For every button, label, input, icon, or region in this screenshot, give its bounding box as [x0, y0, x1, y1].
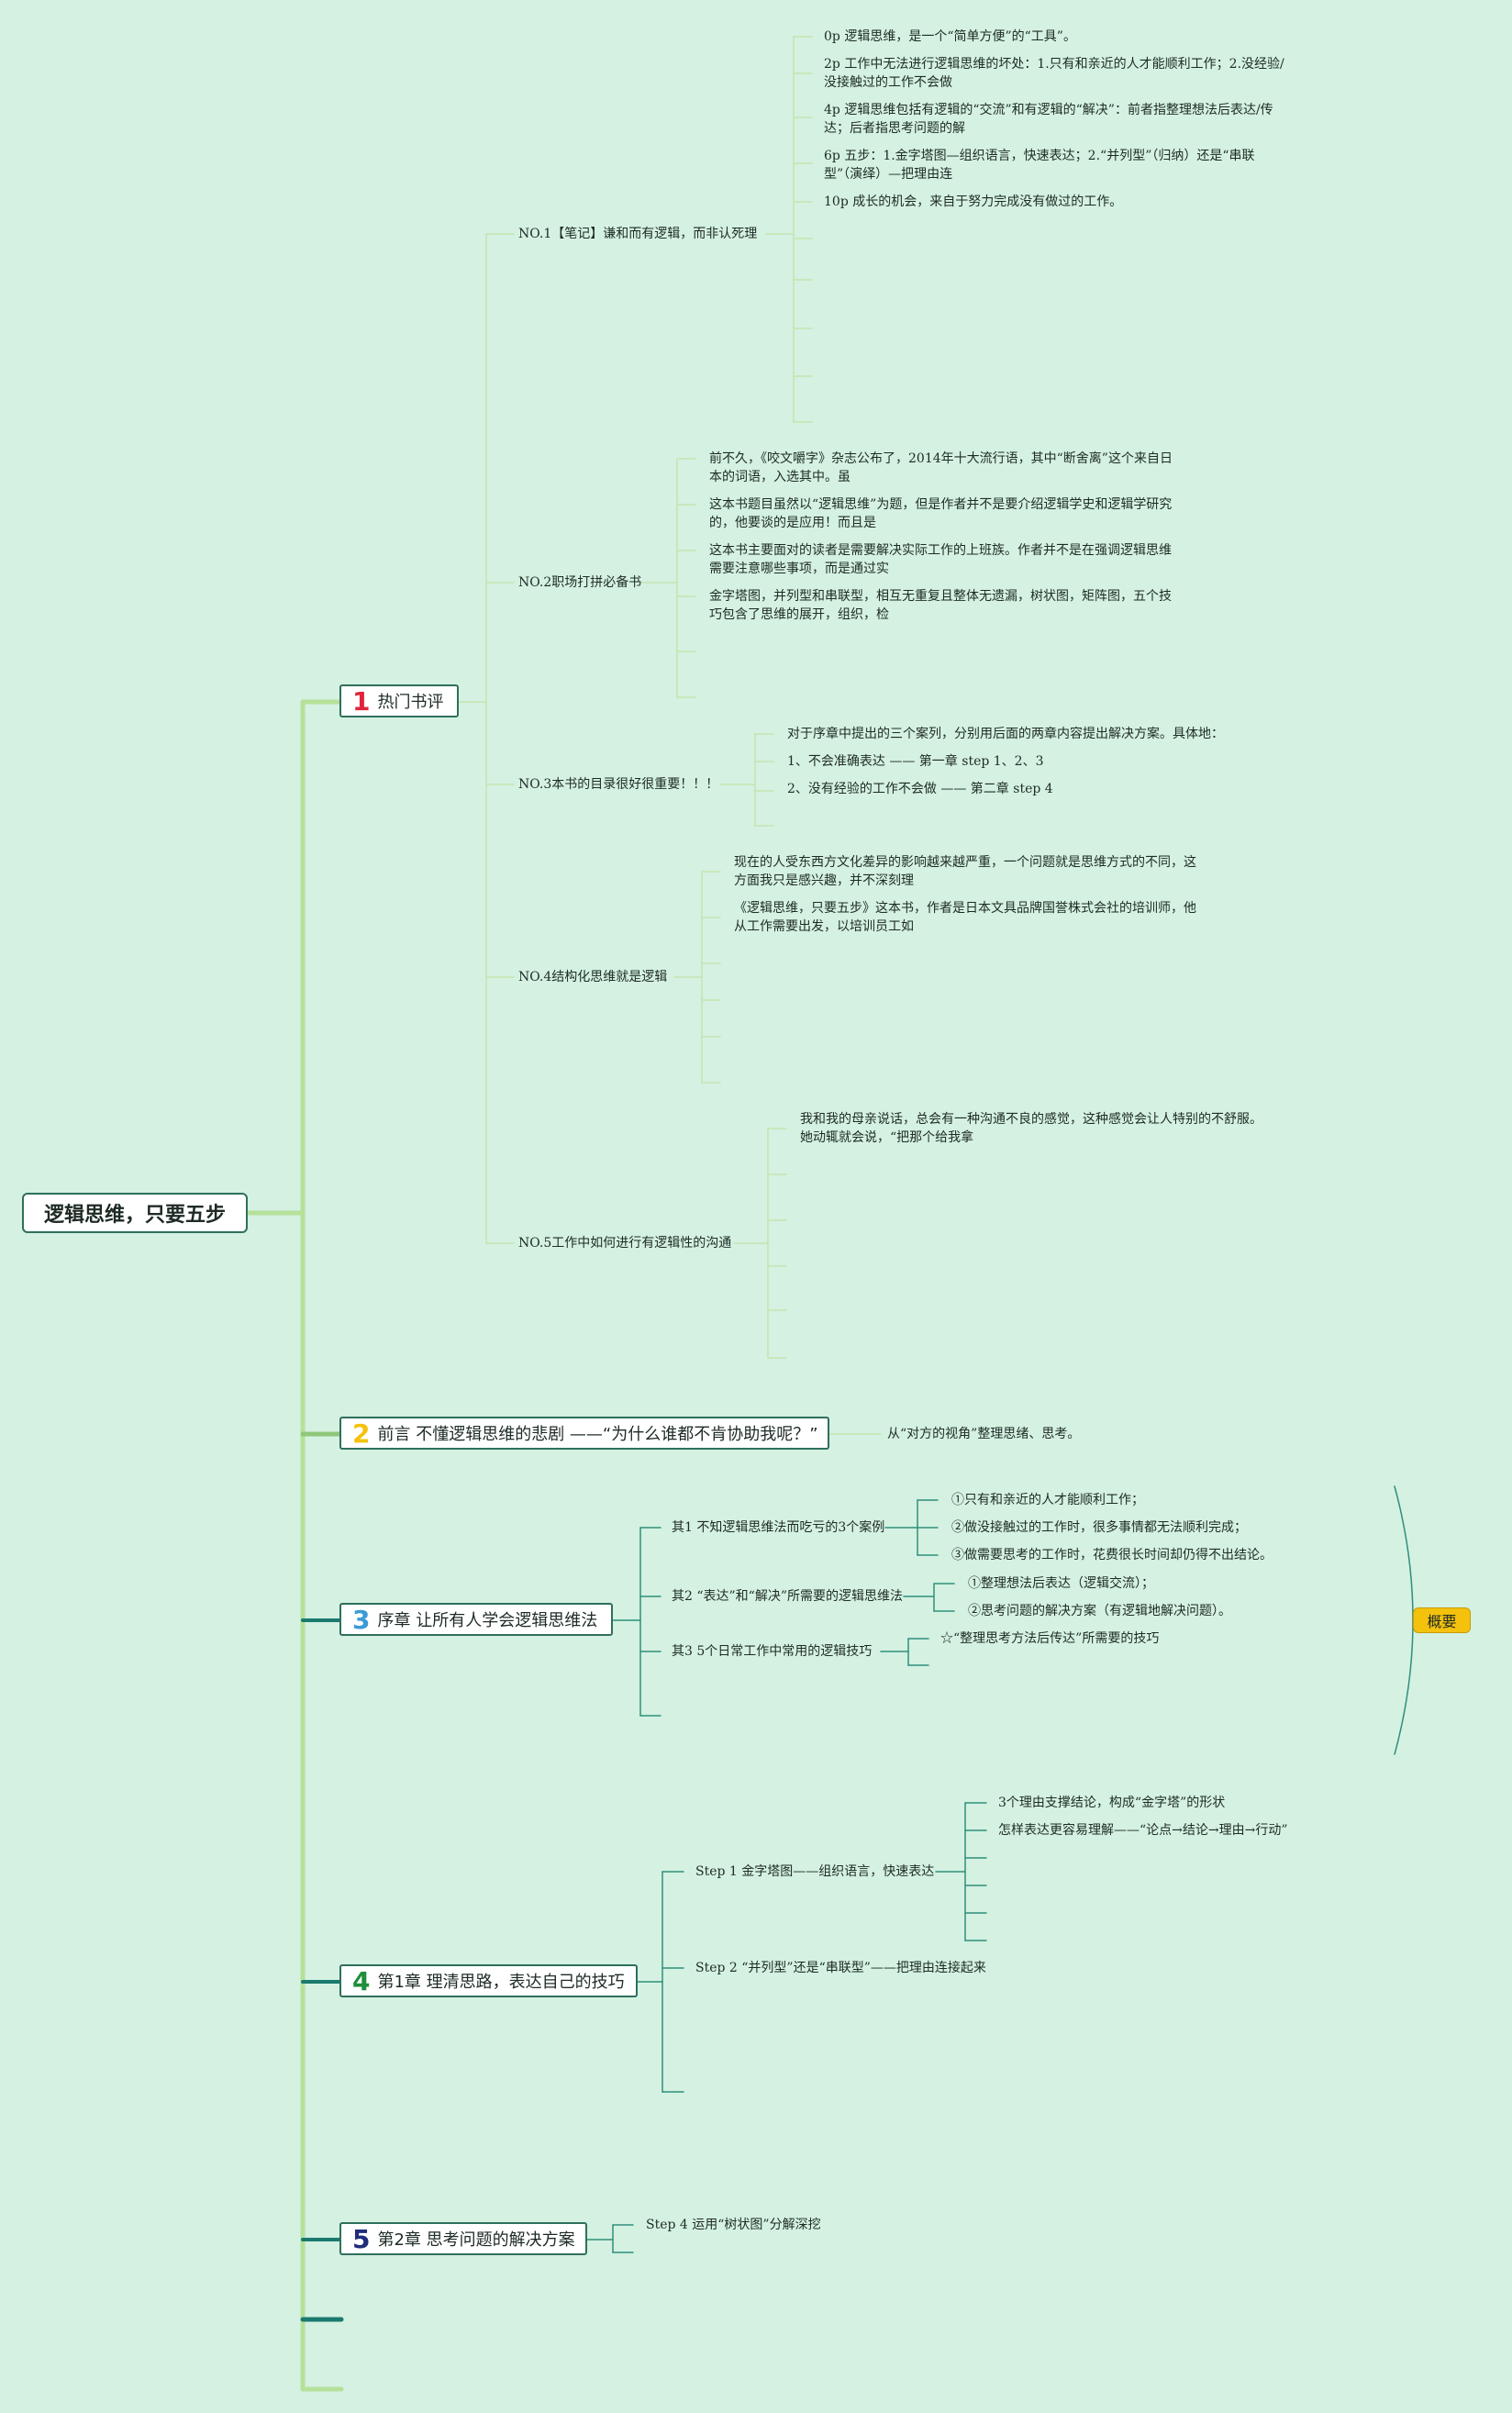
review-no5[interactable]: NO.5工作中如何进行有逻辑性的沟通	[518, 1236, 732, 1251]
case-item[interactable]: ②做没接触过的工作时，很多事情都无法顺利完成；	[951, 1520, 1247, 1535]
branch-number: 2	[352, 1418, 371, 1449]
logic-item[interactable]: ①整理想法后表达（逻辑交流）；	[968, 1576, 1154, 1591]
branch-title: 热门书评	[377, 693, 444, 712]
prologue-part2[interactable]: 其2 “表达”和“解决”所需要的逻辑思维法	[672, 1589, 903, 1604]
note-item[interactable]: 6p 五步：1.金字塔图—组织语言，快速表达；2.“并列型”（归纳）还是“串联型…	[824, 149, 1255, 182]
review-no3[interactable]: NO.3本书的目录很好很重要！！！	[518, 777, 719, 792]
note-item[interactable]: 这本书题目虽然以“逻辑思维”为题，但是作者并不是要介绍逻辑学史和逻辑学研究的，他…	[709, 497, 1173, 530]
summary-bracket	[1394, 1485, 1414, 1755]
note-item[interactable]: 0p 逻辑思维，是一个“简单方便”的“工具”。	[824, 29, 1076, 44]
preface-note[interactable]: 从“对方的视角”整理思绪、思考。	[887, 1427, 1081, 1441]
note-item[interactable]: 对于序章中提出的三个案列，分别用后面的两章内容提出解决方案。具体地：	[787, 727, 1224, 741]
branch-number: 4	[352, 1965, 371, 1996]
note-item[interactable]: 金字塔图，并列型和串联型，相互无重复且整体无遗漏，树状图，矩阵图，五个技巧包含了…	[709, 589, 1172, 622]
branch-title: 序章 让所有人学会逻辑思维法	[377, 1611, 598, 1630]
branch-prologue[interactable]: 3 序章 让所有人学会逻辑思维法	[339, 1603, 613, 1636]
note-item[interactable]: 4p 逻辑思维包括有逻辑的“交流”和有逻辑的“解决”：前者指整理想法后表达/传达…	[824, 103, 1273, 136]
summary-badge[interactable]: 概要	[1413, 1607, 1471, 1633]
branch-number: 3	[352, 1604, 371, 1635]
note-item[interactable]: 现在的人受东西方文化差异的影响越来越严重，一个问题就是思维方式的不同，这方面我只…	[734, 855, 1196, 888]
branch-title: 前言 不懂逻辑思维的悲剧 ——“为什么谁都不肯协助我呢？”	[377, 1425, 818, 1444]
step1-item[interactable]: 3个理由支撑结论，构成“金字塔”的形状	[998, 1796, 1226, 1810]
review-no2[interactable]: NO.2职场打拼必备书	[518, 575, 642, 590]
review-no4[interactable]: NO.4结构化思维就是逻辑	[518, 970, 668, 984]
technique-item[interactable]: ☆“整理思考方法后传达”所需要的技巧	[940, 1631, 1160, 1646]
prologue-part1[interactable]: 其1 不知逻辑思维法而吃亏的3个案例	[672, 1520, 885, 1535]
note-item[interactable]: 1、不会准确表达 —— 第一章 step 1、2、3	[787, 754, 1044, 769]
review-no1[interactable]: NO.1【笔记】谦和而有逻辑，而非认死理	[518, 227, 758, 241]
case-item[interactable]: ③做需要思考的工作时，花费很长时间却仍得不出结论。	[951, 1548, 1273, 1562]
logic-item[interactable]: ②思考问题的解决方案（有逻辑地解决问题）。	[968, 1604, 1231, 1618]
branch-title: 第2章 思考问题的解决方案	[377, 2230, 575, 2250]
step1[interactable]: Step 1 金字塔图——组织语言，快速表达	[695, 1864, 935, 1879]
branch-number: 5	[352, 2223, 371, 2254]
note-item[interactable]: 2p 工作中无法进行逻辑思维的坏处：1.只有和亲近的人才能顺利工作；2.没经验/…	[824, 57, 1284, 90]
note-item[interactable]: 《逻辑思维，只要五步》这本书，作者是日本文具品牌国誉株式会社的培训师，他从工作需…	[734, 901, 1196, 934]
note-item[interactable]: 我和我的母亲说话，总会有一种沟通不良的感觉，这种感觉会让人特别的不舒服。她动辄就…	[800, 1112, 1262, 1145]
step1-item[interactable]: 怎样表达更容易理解——“论点→结论→理由→行动”	[998, 1823, 1288, 1838]
branch-chapter2[interactable]: 5 第2章 思考问题的解决方案	[339, 2222, 587, 2255]
root-topic[interactable]: 逻辑思维，只要五步	[22, 1193, 248, 1233]
note-item[interactable]: 前不久，《咬文嚼字》杂志公布了，2014年十大流行语，其中“断舍离”这个来自日本…	[709, 451, 1173, 484]
note-item[interactable]: 10p 成长的机会，来自于努力完成没有做过的工作。	[824, 195, 1123, 209]
prologue-part3[interactable]: 其3 5个日常工作中常用的逻辑技巧	[672, 1644, 873, 1659]
case-item[interactable]: ①只有和亲近的人才能顺利工作；	[951, 1493, 1144, 1507]
step4[interactable]: Step 4 运用“树状图”分解深挖	[646, 2218, 821, 2232]
step2[interactable]: Step 2 “并列型”还是“串联型”——把理由连接起来	[695, 1961, 986, 1975]
branch-number: 1	[352, 685, 371, 717]
branch-title: 第1章 理清思路，表达自己的技巧	[377, 1973, 625, 1992]
branch-hot-reviews[interactable]: 1 热门书评	[339, 684, 459, 717]
note-item[interactable]: 这本书主要面对的读者是需要解决实际工作的上班族。作者并不是在强调逻辑思维需要注意…	[709, 543, 1172, 576]
branch-chapter1[interactable]: 4 第1章 理清思路，表达自己的技巧	[339, 1964, 638, 1997]
note-item[interactable]: 2、没有经验的工作不会做 —— 第二章 step 4	[787, 782, 1053, 796]
branch-preface[interactable]: 2 前言 不懂逻辑思维的悲剧 ——“为什么谁都不肯协助我呢？”	[339, 1417, 829, 1450]
